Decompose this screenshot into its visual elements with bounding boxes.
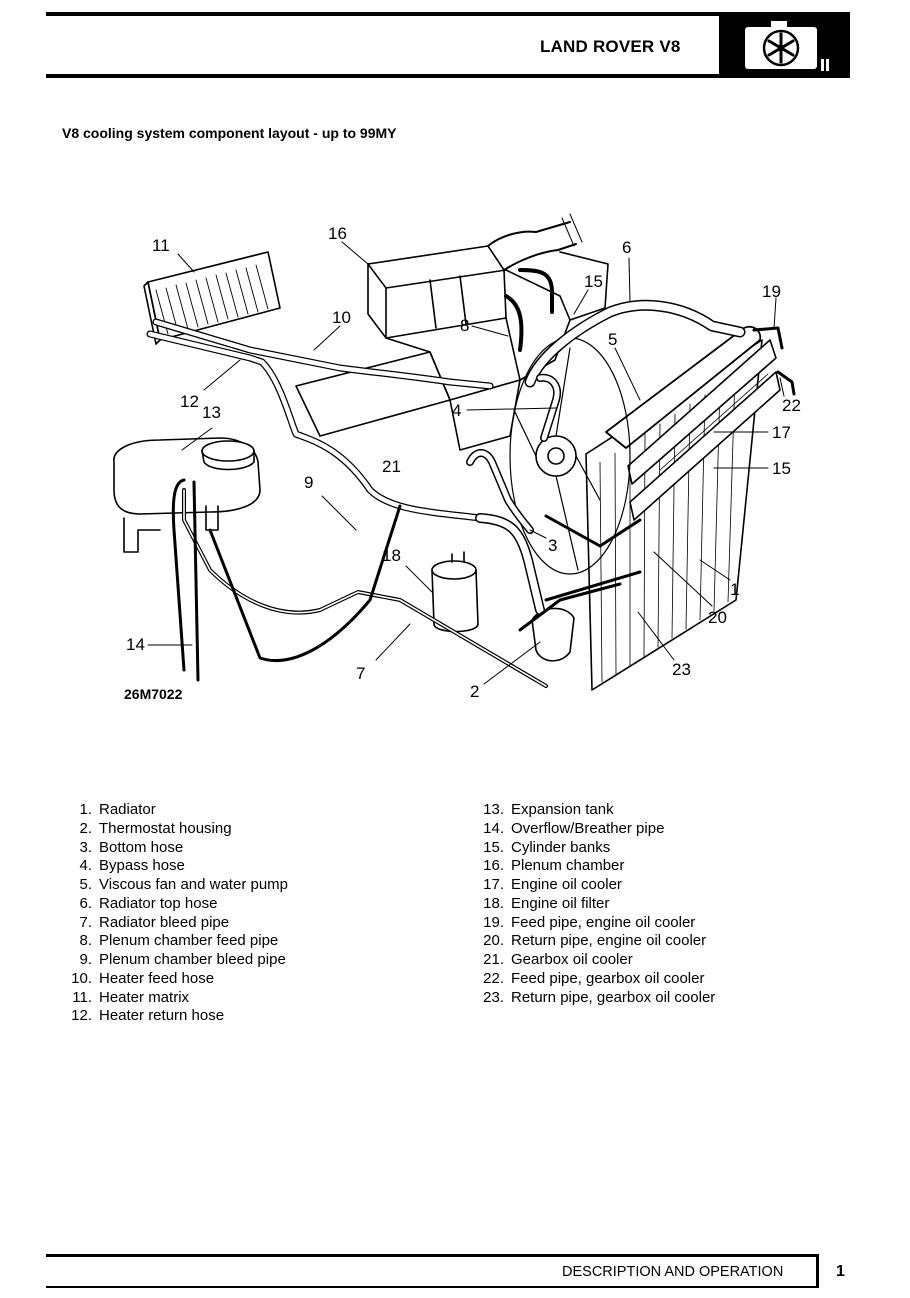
legend-item: 21.Gearbox oil cooler [483,951,633,968]
callout-15-top: 15 [584,272,603,291]
header-title: LAND ROVER V8 [540,37,681,56]
leader-lines [147,241,785,685]
callout-10: 10 [332,308,351,327]
legend-item: 3.Bottom hose [79,838,184,856]
legend-right-column: 13.Expansion tank 14.Overflow/Breather p… [474,801,715,1007]
cooling-fan-icon [745,21,829,71]
callout-8: 8 [460,316,469,335]
legend-item: 8.Plenum chamber feed pipe [79,932,279,950]
callout-17: 17 [772,423,791,442]
callout-12: 12 [180,392,199,411]
callout-13: 13 [202,403,221,422]
legend-item: 10.Heater feed hose [71,969,215,987]
legend-item: 11.Heater matrix [72,988,190,1006]
legend-item: 15.Cylinder banks [483,838,611,856]
legend-item: 14.Overflow/Breather pipe [483,819,665,837]
legend-item: 22.Feed pipe, gearbox oil cooler [483,969,705,987]
legend-item: 5.Viscous fan and water pump [79,876,289,893]
callout-1: 1 [730,580,739,599]
page-number: 1 [836,1263,845,1280]
plenum-chamber-drawing [367,213,583,339]
callout-16: 16 [328,224,347,243]
callout-23: 23 [672,660,691,679]
header-rule-bottom [46,74,850,78]
figure-id: 26M7022 [124,686,183,702]
legend-item: 2.Thermostat housing [79,819,232,837]
callout-22: 22 [782,396,801,415]
footer-rule-top [46,1254,818,1257]
callout-3: 3 [548,536,557,555]
legend-item: 4.Bypass hose [79,857,185,875]
legend-item: 12.Heater return hose [71,1007,225,1025]
legend-left-column: 1.Radiator 2.Thermostat housing 3.Bottom… [62,801,288,1026]
cooling-system-diagram: 11 16 6 15 19 10 8 5 12 13 4 22 17 21 15… [100,200,820,710]
legend-item: 19.Feed pipe, engine oil cooler [483,913,696,931]
hoses-and-pipes [146,268,796,688]
oil-filter-drawing [431,551,479,633]
legend-item: 7.Radiator bleed pipe [79,913,230,931]
legend-item: 6.Radiator top hose [79,894,218,912]
legend-item: 18.Engine oil filter [483,894,610,912]
footer-rule-bottom [46,1286,818,1288]
expansion-tank-drawing [113,437,261,553]
section-title: V8 cooling system component layout - up … [62,125,397,141]
legend-item: 16.Plenum chamber [483,857,625,875]
legend-item: 1.Radiator [79,801,156,818]
callout-14: 14 [126,635,145,654]
callout-6: 6 [622,238,631,257]
engine-block-drawing [295,251,609,451]
legend-item: 23.Return pipe, gearbox oil cooler [483,988,716,1006]
callout-11: 11 [152,236,170,255]
callout-2: 2 [470,682,479,701]
callout-7: 7 [356,664,365,683]
callout-labels: 11 16 6 15 19 10 8 5 12 13 4 22 17 21 15… [126,224,801,701]
callout-4: 4 [452,401,461,420]
heater-matrix-drawing [143,251,281,345]
callout-21: 15 [772,459,791,478]
header-rule-top [46,12,850,16]
footer-section-name: DESCRIPTION AND OPERATION [562,1264,784,1280]
legend-item: 9.Plenum chamber bleed pipe [79,951,286,968]
callout-19: 19 [762,282,781,301]
callout-9: 9 [304,473,313,492]
legend-item: 17.Engine oil cooler [483,876,622,893]
header-icon-box [719,14,850,76]
callout-18: 18 [382,546,401,565]
radiator-drawing [585,325,781,691]
callout-5: 5 [608,330,617,349]
callout-15-bottom: 21 [382,457,401,476]
callout-20: 20 [708,608,727,627]
legend-item: 13.Expansion tank [483,801,614,818]
footer-divider [816,1254,819,1288]
legend-item: 20.Return pipe, engine oil cooler [483,932,707,950]
